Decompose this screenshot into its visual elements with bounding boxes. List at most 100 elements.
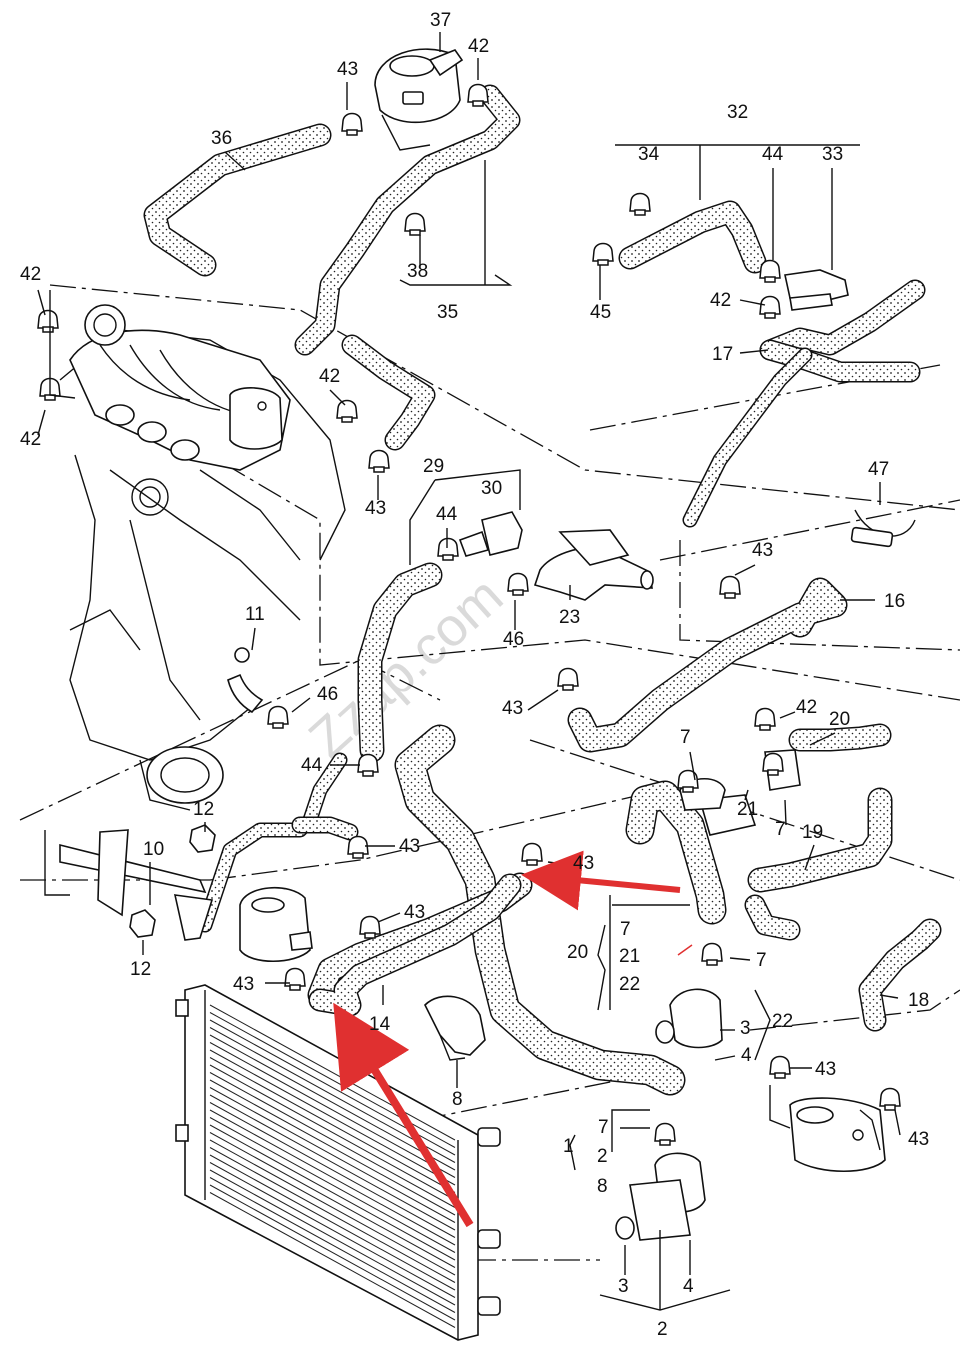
callout-1: 1 bbox=[563, 1136, 574, 1157]
hose-32 bbox=[620, 202, 765, 272]
callout-8: 8 bbox=[452, 1089, 463, 1110]
leader-line bbox=[779, 711, 796, 719]
hose-clamp bbox=[347, 835, 369, 855]
callout-43: 43 bbox=[233, 974, 254, 995]
callout-10: 10 bbox=[143, 839, 164, 860]
callout-34: 34 bbox=[638, 144, 660, 165]
callout-2: 2 bbox=[597, 1146, 608, 1167]
callout-43: 43 bbox=[908, 1129, 929, 1150]
hose-clamp bbox=[467, 83, 489, 103]
callout-32: 32 bbox=[727, 102, 748, 123]
hose-42e bbox=[343, 336, 434, 449]
radiator-fin bbox=[209, 1034, 456, 1171]
leader-line bbox=[597, 924, 606, 1011]
clamp-tab bbox=[272, 722, 284, 729]
callout-4: 4 bbox=[741, 1045, 752, 1066]
callout-29: 29 bbox=[423, 456, 444, 477]
hose-clamp bbox=[37, 309, 59, 329]
hose-clamp bbox=[759, 295, 781, 315]
coolant-flange bbox=[533, 529, 654, 601]
clamp-tab bbox=[774, 1072, 786, 1079]
callout-43: 43 bbox=[815, 1059, 836, 1080]
callout-46: 46 bbox=[317, 684, 338, 705]
radiator-fin bbox=[209, 1079, 456, 1216]
clamp-tab bbox=[759, 724, 771, 731]
radiator-fin bbox=[209, 1169, 456, 1306]
callout-38: 38 bbox=[407, 261, 428, 282]
radiator bbox=[175, 984, 501, 1341]
radiator-fin bbox=[209, 1184, 456, 1321]
hose-18 bbox=[860, 920, 940, 1030]
callout-12: 12 bbox=[130, 959, 151, 980]
hose-20 bbox=[627, 782, 725, 923]
hose-clamp bbox=[368, 449, 390, 469]
hose-clamp bbox=[629, 192, 651, 212]
hose-clamp bbox=[437, 537, 459, 557]
radiator-fin bbox=[209, 1154, 456, 1291]
clamp-tab bbox=[526, 859, 538, 866]
callout-42: 42 bbox=[710, 290, 731, 311]
hose-clamp bbox=[521, 842, 543, 862]
hose-20b bbox=[790, 725, 890, 750]
callout-22: 22 bbox=[619, 974, 640, 995]
radiator-fin bbox=[209, 1004, 456, 1141]
leader-line bbox=[291, 697, 311, 713]
callout-19: 19 bbox=[802, 822, 823, 843]
leader-line bbox=[689, 751, 696, 781]
callout-44: 44 bbox=[762, 144, 784, 165]
leader-line bbox=[399, 274, 513, 286]
leader-line bbox=[739, 299, 766, 306]
callout-7: 7 bbox=[756, 950, 767, 971]
leader-line bbox=[527, 689, 559, 711]
hose-clamp bbox=[284, 967, 306, 987]
clamp-tab bbox=[512, 589, 524, 596]
clamp-tab bbox=[706, 959, 718, 966]
leader-line bbox=[809, 732, 836, 746]
hose-19 bbox=[749, 789, 891, 891]
hose-small-left bbox=[199, 754, 346, 931]
callout-43: 43 bbox=[573, 853, 594, 874]
radiator-fin bbox=[209, 1117, 456, 1253]
radiator-fin bbox=[209, 1192, 456, 1328]
callout-42: 42 bbox=[20, 264, 41, 285]
callout-2: 2 bbox=[657, 1319, 668, 1340]
radiator-fin bbox=[209, 1109, 456, 1246]
radiator-fin bbox=[209, 1012, 456, 1148]
callout-42: 42 bbox=[796, 697, 817, 718]
callout-43: 43 bbox=[337, 59, 358, 80]
hose-19b bbox=[746, 896, 799, 939]
callout-7: 7 bbox=[775, 819, 786, 840]
callout-43: 43 bbox=[502, 698, 523, 719]
hose-clamp bbox=[359, 915, 381, 935]
temp-sender bbox=[458, 511, 523, 557]
hose-clamp bbox=[762, 752, 784, 772]
callout-37: 37 bbox=[430, 10, 451, 31]
callout-43: 43 bbox=[752, 540, 773, 561]
callout-7: 7 bbox=[680, 727, 691, 748]
leader-line bbox=[434, 469, 521, 510]
clamp-tab bbox=[597, 259, 609, 266]
radiator-fin bbox=[209, 1162, 456, 1298]
leader-line bbox=[611, 1109, 650, 1152]
hose-16 bbox=[569, 579, 846, 751]
hose-clamp bbox=[754, 707, 776, 727]
leader-line bbox=[569, 1134, 576, 1171]
callout-35: 35 bbox=[437, 302, 458, 323]
radiator-fin bbox=[209, 1042, 456, 1178]
callout-8: 8 bbox=[597, 1176, 608, 1197]
callout-7: 7 bbox=[598, 1117, 609, 1138]
callout-33: 33 bbox=[822, 144, 843, 165]
hose-17b bbox=[761, 341, 919, 381]
leader-line bbox=[739, 349, 769, 354]
red-arrow-small bbox=[677, 944, 693, 956]
callout-21: 21 bbox=[619, 946, 640, 967]
callout-12: 12 bbox=[193, 799, 214, 820]
radiator-fin bbox=[209, 1139, 456, 1276]
callout-47: 47 bbox=[868, 459, 889, 480]
radiator-fin bbox=[209, 1132, 456, 1268]
callout-20: 20 bbox=[567, 942, 588, 963]
callout-44: 44 bbox=[301, 755, 323, 776]
callout-leader-lines bbox=[37, 32, 901, 1311]
clamp-tab bbox=[373, 466, 385, 473]
hose-36 bbox=[145, 125, 330, 275]
